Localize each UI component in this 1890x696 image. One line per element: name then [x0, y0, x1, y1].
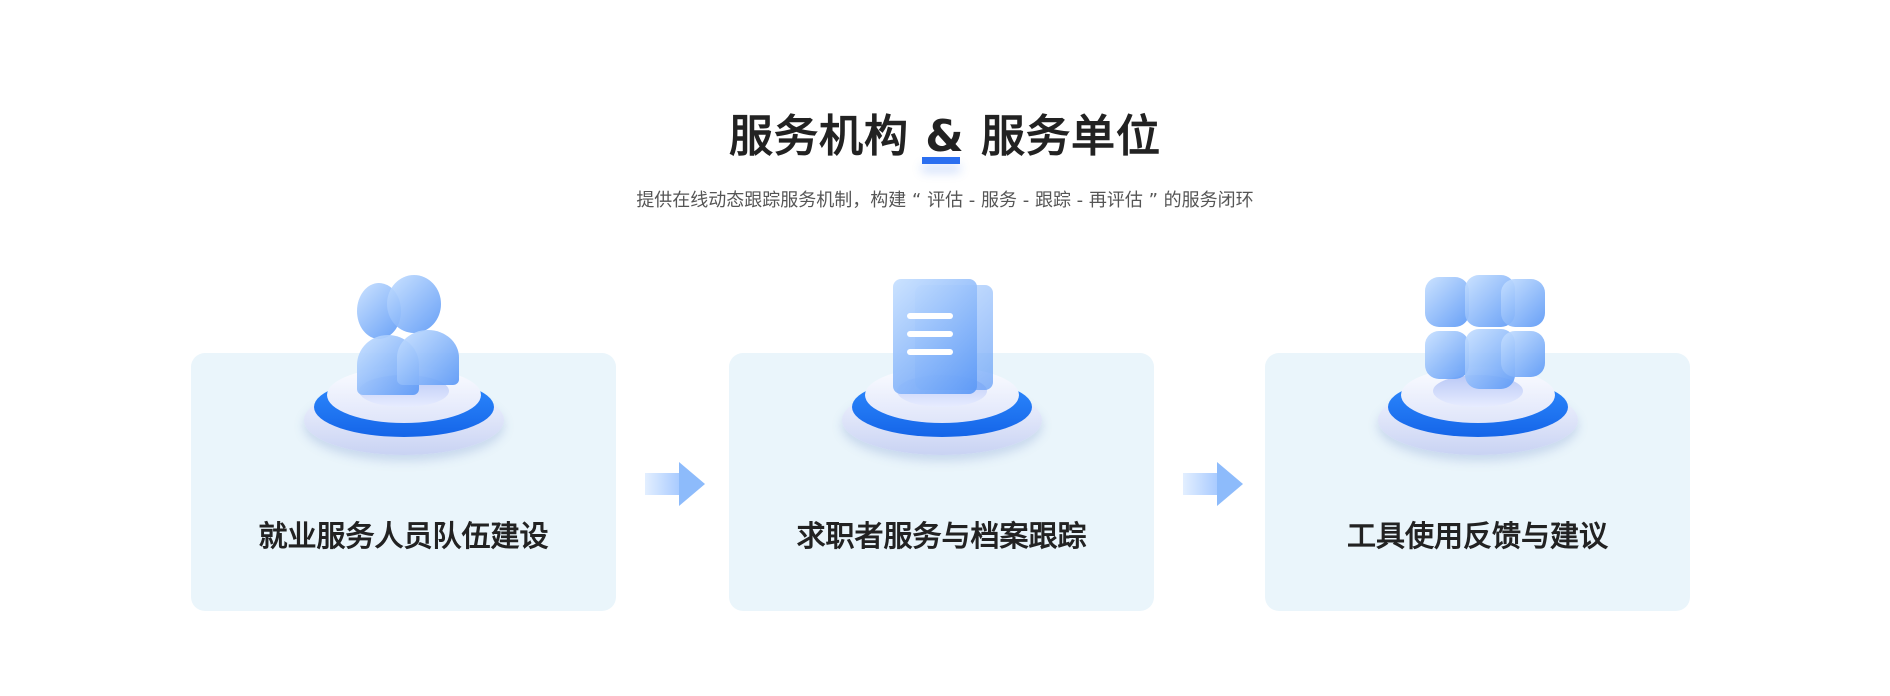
clipboard-icon: [837, 275, 1047, 465]
people-icon: [299, 275, 509, 465]
title-underline: [922, 157, 960, 164]
card-label: 工具使用反馈与建议: [1346, 519, 1608, 553]
section-subtitle: 提供在线动态跟踪服务机制，构建 “ 评估 - 服务 - 跟踪 - 再评估 ” 的…: [636, 190, 1254, 211]
section-title: 服务机构 & 服务单位: [728, 111, 1161, 162]
card-label: 求职者服务与档案跟踪: [796, 519, 1087, 553]
card-jobseeker-tracking[interactable]: 求职者服务与档案跟踪: [729, 279, 1154, 611]
arrow-right-icon: [1183, 462, 1243, 506]
card-staff-building[interactable]: 就业服务人员队伍建设: [191, 275, 616, 611]
card-tool-feedback[interactable]: 工具使用反馈与建议: [1265, 275, 1690, 611]
card-label: 就业服务人员队伍建设: [258, 519, 549, 553]
arrow-right-icon: [645, 462, 705, 506]
app-grid-icon: [1373, 275, 1583, 465]
